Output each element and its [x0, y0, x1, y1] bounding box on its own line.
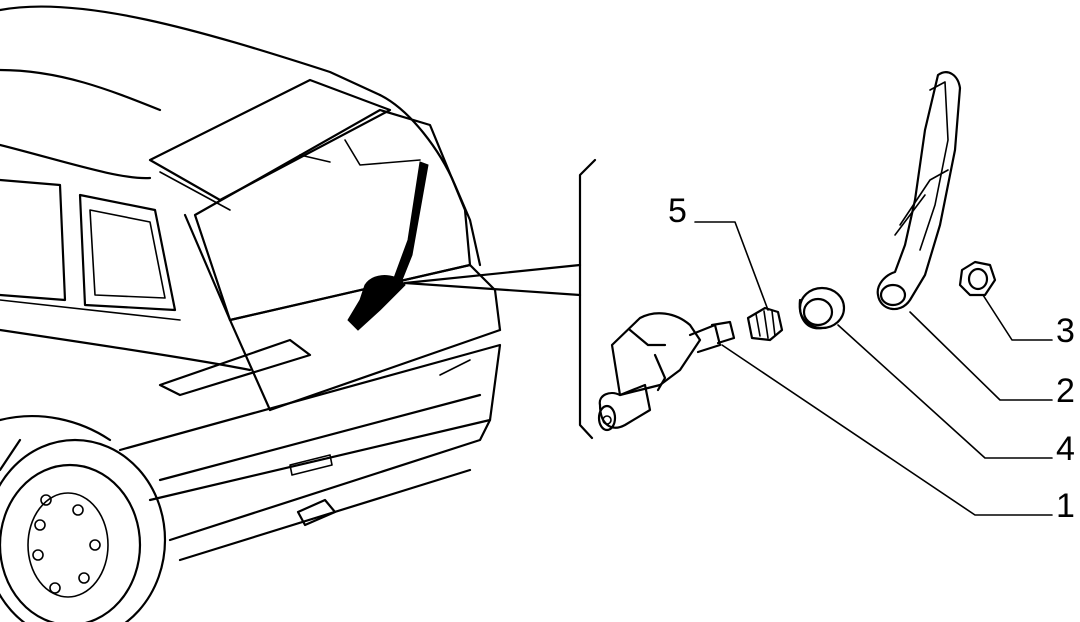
callout-5: 5 — [668, 192, 687, 230]
part-3-nut — [958, 260, 997, 297]
callout-1: 1 — [1056, 487, 1075, 525]
detail-leader-lines — [403, 158, 597, 440]
part-2-wiper-arm — [876, 71, 962, 311]
rear-wheel — [0, 438, 167, 622]
part-5-spindle-bush — [746, 306, 784, 342]
installed-wiper-arm — [393, 161, 429, 281]
callout-leader-lines — [694, 221, 1053, 516]
part-1-wiper-motor — [597, 312, 736, 432]
callout-2: 2 — [1056, 372, 1075, 410]
callout-3: 3 — [1056, 312, 1075, 350]
installed-wiper-motor — [347, 275, 406, 331]
part-4-seal-grommet — [798, 286, 846, 330]
car-rear-illustration — [0, 5, 502, 622]
callout-4: 4 — [1056, 430, 1075, 468]
